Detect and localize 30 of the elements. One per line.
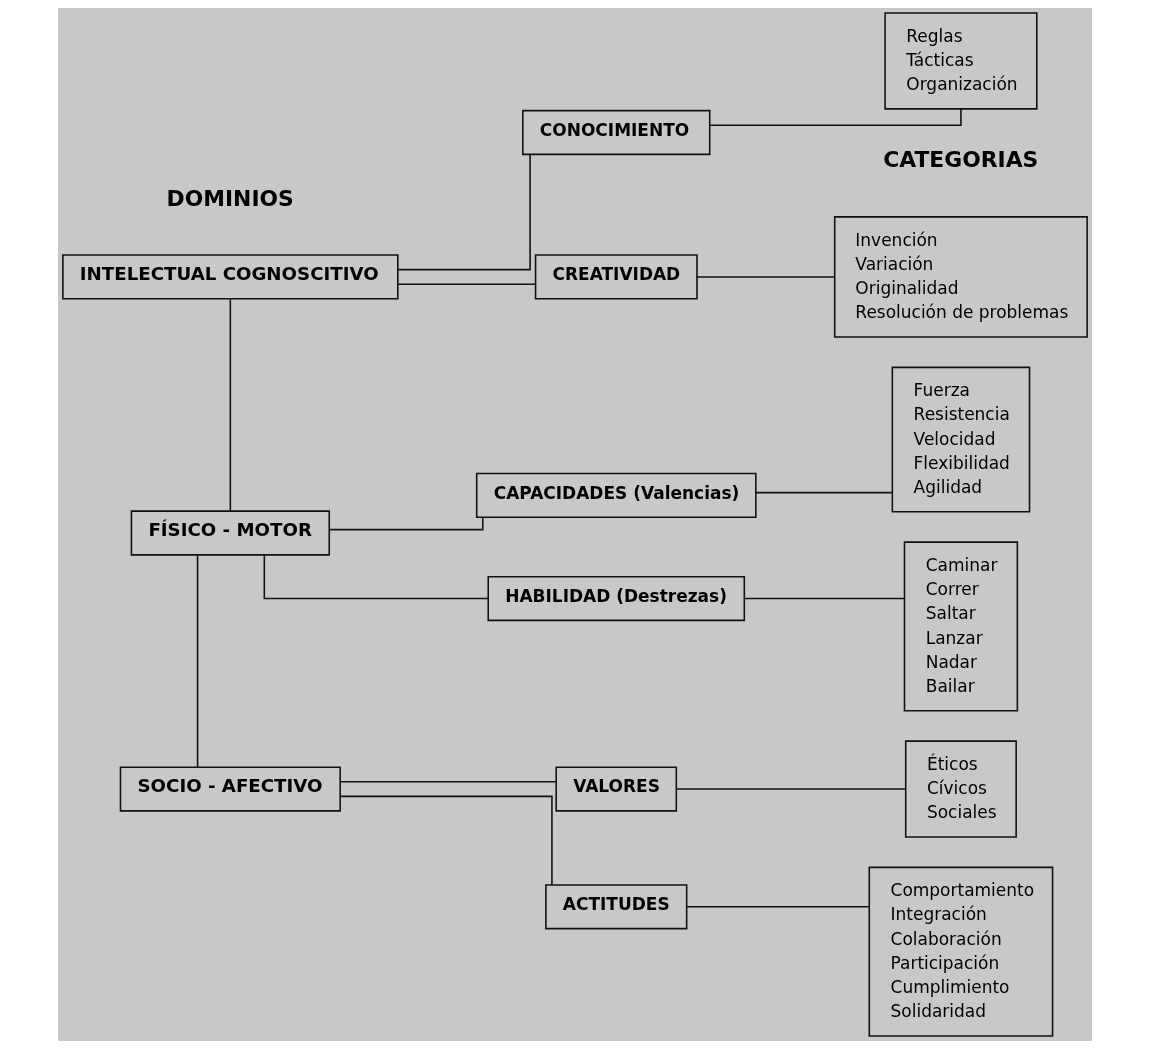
connector bbox=[196, 554, 199, 768]
connector bbox=[339, 795, 553, 886]
connector bbox=[397, 283, 536, 285]
node-box: Fuerza Resistencia Velocidad Flexibilidad Agilidad bbox=[891, 366, 1031, 513]
node-box: Éticos Cívicos Sociales bbox=[904, 740, 1017, 838]
connector bbox=[686, 906, 870, 908]
node-box: ACTITUDES bbox=[545, 884, 688, 930]
node-box: Comportamiento Integración Colaboración Participación Cumplimiento Solidaridad bbox=[868, 866, 1054, 1037]
node-box: VALORES bbox=[555, 766, 678, 812]
connector bbox=[755, 491, 893, 494]
node-box: INTELECTUAL COGNOSCITIVO bbox=[62, 254, 399, 300]
connector bbox=[397, 153, 531, 271]
connector bbox=[675, 788, 907, 790]
node-box: Invención Variación Originalidad Resolución de problemas bbox=[833, 216, 1088, 338]
node-box: SOCIO - AFECTIVO bbox=[119, 766, 341, 812]
node-box: Caminar Correr Saltar Lanzar Nadar Bailar bbox=[903, 541, 1019, 712]
node-box: CAPACIDADES (Valencias) bbox=[475, 472, 757, 518]
connector bbox=[743, 597, 905, 600]
connector bbox=[229, 298, 232, 512]
label: CATEGORIAS bbox=[883, 146, 1039, 172]
connector bbox=[696, 276, 836, 278]
label: DOMINIOS bbox=[166, 185, 294, 211]
node-box: FÍSICO - MOTOR bbox=[130, 510, 331, 556]
node-box: HABILIDAD (Destrezas) bbox=[487, 575, 746, 622]
connector bbox=[263, 554, 489, 600]
node-box: CONOCIMIENTO bbox=[522, 109, 711, 156]
node-box: CREATIVIDAD bbox=[534, 254, 698, 300]
connector bbox=[339, 781, 557, 783]
node-box: Reglas Tácticas Organización bbox=[884, 12, 1038, 110]
connector bbox=[328, 516, 484, 531]
